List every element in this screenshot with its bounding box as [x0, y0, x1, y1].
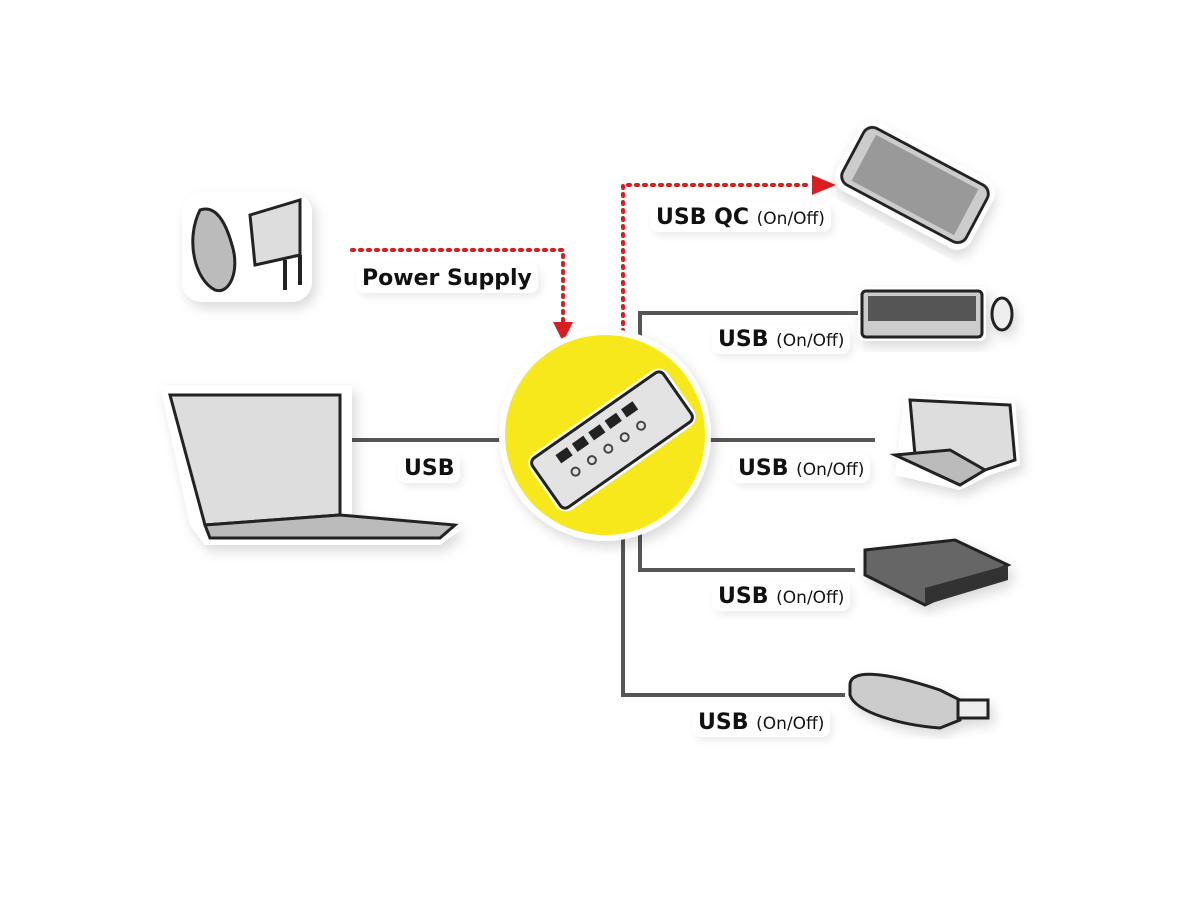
- usb-qc-label: USB QC (On/Off): [650, 203, 831, 232]
- cardreader-usb-sub: (On/Off): [756, 714, 825, 734]
- power-adapter-icon: [182, 192, 312, 302]
- keyboard-usb-label: USB (On/Off): [712, 325, 851, 354]
- external-hdd-icon: [863, 538, 1012, 607]
- power-supply-line: [350, 248, 565, 324]
- usb-qc-sub: (On/Off): [756, 209, 825, 229]
- card-reader-icon: [848, 672, 990, 730]
- laptop-usb-label: USB: [398, 454, 461, 483]
- printer-usb-main: USB: [738, 456, 789, 481]
- power-lines: [350, 183, 814, 342]
- cardreader-line: [621, 530, 845, 697]
- hdd-usb-sub: (On/Off): [776, 588, 845, 608]
- usb-qc-main: USB QC: [656, 205, 749, 230]
- hdd-usb-main: USB: [718, 584, 769, 609]
- power-arrow-icon: [553, 322, 573, 342]
- usb-lines: [352, 311, 875, 697]
- cardreader-usb-label: USB (On/Off): [692, 708, 831, 737]
- printer-usb-sub: (On/Off): [796, 460, 865, 480]
- smartphone-icon: [835, 120, 995, 250]
- keyboard-usb-sub: (On/Off): [776, 331, 845, 351]
- printer-icon: [889, 395, 1020, 490]
- qc-arrow-icon: [812, 175, 836, 195]
- power-supply-label: Power Supply: [356, 264, 538, 293]
- keyboard-mouse-icon: [858, 287, 1014, 341]
- usb-hub: [499, 329, 711, 541]
- printer-usb-label: USB (On/Off): [732, 454, 871, 483]
- qc-line: [621, 183, 814, 342]
- keyboard-line: [638, 311, 858, 345]
- cardreader-usb-main: USB: [698, 710, 749, 735]
- hdd-usb-label: USB (On/Off): [712, 582, 851, 611]
- hdd-line: [638, 520, 855, 572]
- keyboard-usb-main: USB: [718, 327, 769, 352]
- laptop-icon: [160, 385, 460, 545]
